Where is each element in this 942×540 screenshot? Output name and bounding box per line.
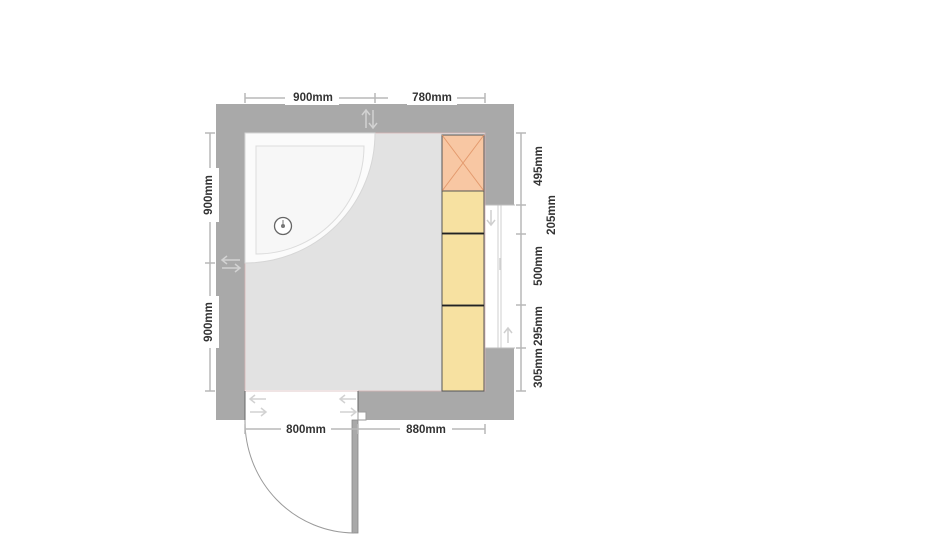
dim-left-lower: 900mm (203, 302, 215, 342)
arrow-icon (338, 394, 356, 404)
cabinet-unit[interactable] (441, 190, 485, 234)
quadrant-shower-tray-icon[interactable] (244, 132, 376, 264)
dim-left-upper: 900mm (203, 175, 215, 215)
door-leaf (351, 419, 359, 534)
dim-top-shower: 900mm (293, 92, 333, 104)
window-icon (486, 210, 513, 343)
door-opening (245, 390, 358, 420)
door-arc (244, 419, 355, 534)
dimension-lines (201, 89, 546, 437)
dim-right-cabinet: 495mm (533, 146, 545, 186)
dim-right-bottom: 305mm (533, 348, 545, 388)
dim-bottom-door: 800mm (286, 424, 326, 436)
wall-arrow-icons (220, 108, 378, 417)
cabinet-unit[interactable] (441, 305, 485, 392)
arrow-icon (368, 110, 378, 130)
arrow-icon (340, 407, 358, 417)
door-swing-icon[interactable] (244, 391, 367, 534)
cabinet-unit[interactable] (441, 233, 485, 306)
arrow-icon (248, 394, 266, 404)
dim-top-right: 780mm (412, 92, 452, 104)
arrow-icon (250, 407, 268, 417)
window-opening (485, 205, 515, 348)
dim-right-window-lower: 295mm (533, 306, 545, 346)
dimension-labels: 900mm 780mm 800mm 880mm 900mm 900mm 495m… (203, 92, 558, 436)
arrow-icon (220, 255, 240, 265)
window[interactable] (485, 204, 515, 349)
dim-right-window: 500mm (533, 246, 545, 286)
dim-right-window-offset: 205mm (546, 195, 558, 235)
cabinet-column (441, 134, 485, 392)
arrow-icon (361, 108, 371, 128)
dim-bottom-right: 880mm (406, 424, 446, 436)
arrow-icon (222, 263, 242, 273)
